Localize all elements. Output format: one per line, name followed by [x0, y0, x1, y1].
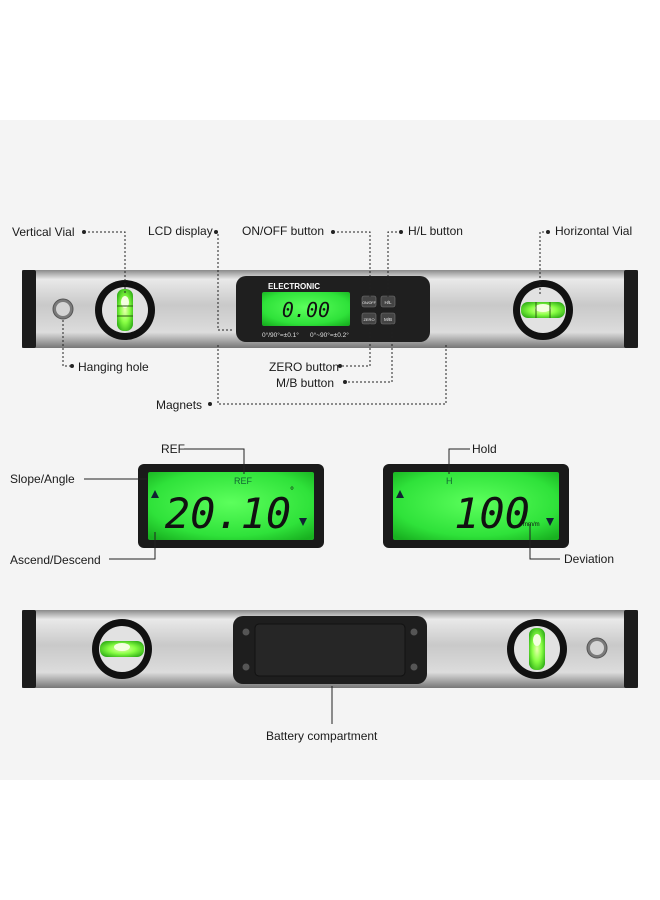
lcd-deviation-unit: mm/m	[523, 522, 540, 528]
on-off-leader	[333, 231, 371, 297]
mb-button-leader	[345, 324, 393, 383]
screw-icon	[410, 663, 418, 671]
lcd-screen-left	[148, 472, 314, 540]
label-ref: REF	[161, 442, 185, 456]
label-horizontal-vial: Horizontal Vial	[555, 224, 633, 238]
mb-button[interactable]	[380, 312, 396, 325]
lcd-degree-unit: °	[290, 486, 294, 497]
label-magnets: Magnets	[156, 398, 203, 412]
screw-icon	[242, 628, 250, 636]
lcd-value: 0.00	[282, 298, 330, 322]
hanging-hole-inner	[56, 302, 70, 316]
label-hold: Hold	[472, 442, 497, 456]
descend-arrow-icon	[299, 518, 307, 526]
lcd-deviation-value: 100	[454, 489, 530, 538]
label-on-off-button: ON/OFF button	[242, 224, 325, 238]
callout-lines-middle	[84, 448, 560, 560]
range-left: 0°/90°=±0.1°	[262, 331, 299, 339]
label-ascend-descend: Ascend/Descend	[10, 553, 101, 567]
ascend-arrow-icon	[151, 490, 159, 498]
label-battery-compartment: Battery compartment	[266, 729, 378, 743]
zero-button-leader	[340, 324, 371, 367]
deviation-leader	[529, 524, 560, 560]
on-off-button-text: ON/OFF	[362, 301, 376, 305]
callout-dots-top	[70, 230, 550, 406]
end-cap-right-back	[624, 610, 638, 688]
lcd-display	[262, 292, 350, 326]
mb-button-text: M/B	[384, 317, 392, 322]
horizontal-vial-leader	[539, 231, 548, 294]
label-lcd-display: LCD display	[148, 224, 213, 238]
label-vertical-vial: Vertical Vial	[12, 225, 75, 239]
vertical-vial-back	[92, 619, 152, 679]
end-cap-left-back	[22, 610, 36, 688]
horizontal-vial	[513, 280, 573, 340]
level-front-view: ELECTRONIC 0.00 0°/90°=±0.1° 0°~90°=±0.2…	[22, 270, 638, 348]
vertical-vial	[95, 280, 155, 340]
zero-button-text: ZERO	[363, 317, 374, 322]
zero-button[interactable]	[361, 312, 377, 325]
lcd-angle-value: 20.10	[165, 489, 291, 538]
hanging-hole-back-inner	[590, 641, 604, 655]
hl-leader	[387, 231, 401, 297]
lcd-screen-right	[393, 472, 559, 540]
label-hl-button: H/L button	[408, 224, 463, 238]
display-closeup-right: H 100 mm/m	[383, 464, 569, 548]
lcd-ref-text: REF	[234, 476, 253, 486]
battery-compartment	[233, 616, 427, 684]
magnets-leader	[217, 345, 447, 405]
label-slope-angle: Slope/Angle	[10, 472, 75, 486]
level-back-view	[22, 610, 638, 688]
screw-icon	[242, 663, 250, 671]
display-closeup-left: REF 20.10 °	[138, 464, 324, 548]
descend-arrow-right-icon	[546, 518, 554, 526]
label-zero-button: ZERO button	[269, 360, 340, 374]
vertical-vial-leader	[84, 231, 126, 294]
hold-leader	[448, 448, 470, 474]
hl-button-text: H/L	[384, 300, 392, 305]
screw-icon	[410, 628, 418, 636]
label-deviation: Deviation	[564, 552, 615, 566]
ascend-arrow-right-icon	[396, 490, 404, 498]
horizontal-vial-back	[507, 619, 567, 679]
ascend-descend-leader	[109, 532, 156, 560]
on-off-button[interactable]	[361, 295, 377, 308]
range-right: 0°~90°=±0.2°	[310, 331, 349, 339]
hanging-hole-leader	[62, 320, 72, 367]
brand-text: ELECTRONIC	[268, 282, 320, 291]
end-cap-right	[624, 270, 638, 348]
control-module: ELECTRONIC 0.00 0°/90°=±0.1° 0°~90°=±0.2…	[236, 276, 430, 342]
ref-leader	[184, 448, 245, 474]
end-cap-left	[22, 270, 36, 348]
label-mb-button: M/B button	[276, 376, 335, 390]
label-hanging-hole: Hanging hole	[78, 360, 149, 374]
lcd-hold-indicator: H	[446, 476, 453, 486]
